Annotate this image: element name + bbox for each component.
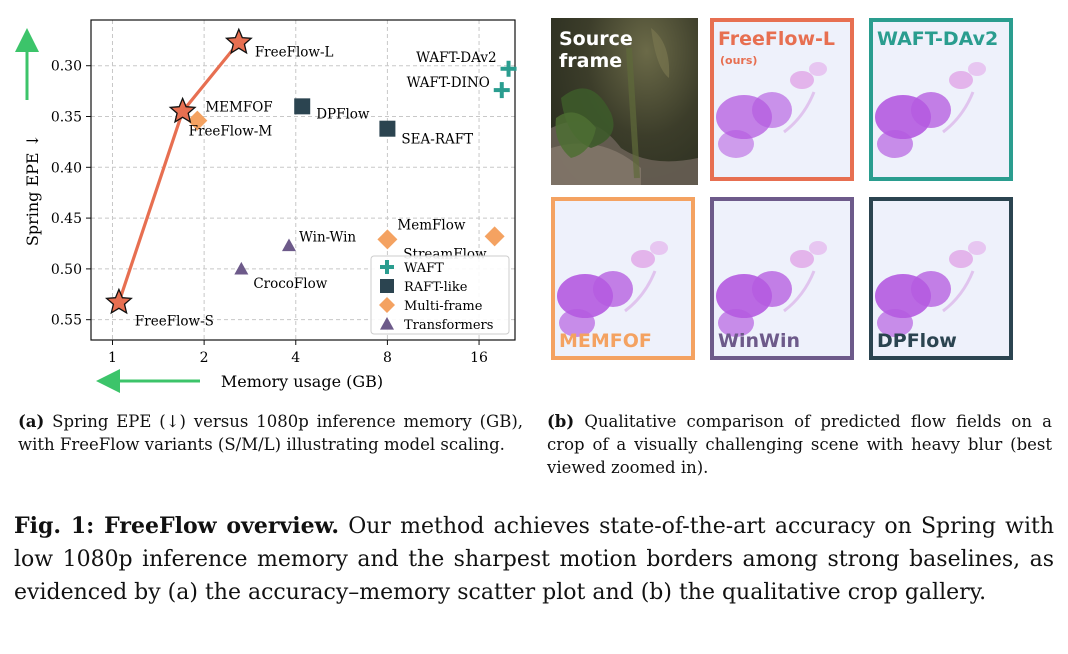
data-point-waft-dav2 — [500, 60, 517, 77]
flow-field-visual — [557, 241, 668, 337]
tile-label: WinWin — [718, 330, 800, 352]
y-tick-label: 0.30 — [51, 59, 82, 75]
data-point-crocoflow — [234, 261, 249, 275]
figure-caption: Fig. 1: FreeFlow overview. Our method ac… — [14, 510, 1054, 609]
point-label: SEA-RAFT — [401, 132, 473, 148]
tile-sublabel: (ours) — [720, 54, 758, 67]
legend-label: RAFT-like — [404, 280, 468, 295]
figure-caption-text: Our method achieves state-of-the-art acc… — [14, 514, 1054, 605]
legend-marker-multi-frame — [379, 297, 395, 313]
legend-label: WAFT — [404, 261, 444, 276]
y-tick-label: 0.45 — [51, 211, 82, 227]
flow-field-visual — [716, 241, 827, 337]
x-tick-label: 8 — [383, 350, 392, 366]
y-tick-label: 0.40 — [51, 160, 82, 176]
tile-winwin: WinWin — [710, 197, 854, 360]
tile-source-frame: Source frame — [551, 18, 698, 185]
point-label: CrocoFlow — [253, 276, 327, 292]
point-label: DPFlow — [316, 106, 370, 122]
y-tick-label: 0.50 — [51, 262, 82, 278]
freeflow-star-freeflow-l — [224, 27, 253, 55]
qualitative-gallery: Source frame FreeFlow-L (ours) WAFT-DAv2 — [548, 16, 1018, 361]
caption-a-text: Spring EPE (↓) versus 1080p inference me… — [18, 412, 523, 454]
accuracy-memory-scatter-plot: 1 2 4 8 16 0.30 0.35 0.40 0.45 0.50 0.55 WAFT-DAv2… — [15, 19, 517, 393]
x-tick-label: 16 — [470, 350, 488, 366]
data-point-sea-raft — [379, 120, 396, 137]
data-point-dpflow — [294, 98, 311, 115]
freeflow-point-label: FreeFlow-M — [189, 123, 273, 139]
point-label: WAFT-DINO — [407, 75, 490, 91]
tile-waft-dav2: WAFT-DAv2 — [869, 18, 1013, 181]
legend-label: Multi-frame — [404, 299, 483, 314]
freeflow-point-label: FreeFlow-L — [255, 44, 334, 60]
data-point-streamflow — [484, 226, 505, 247]
x-tick-label: 1 — [108, 350, 117, 366]
caption-a: (a) Spring EPE (↓) versus 1080p inferenc… — [18, 410, 523, 456]
data-point-memflow — [377, 229, 398, 250]
data-point-waft-dino — [493, 82, 510, 99]
tile-dpflow: DPFlow — [869, 197, 1013, 360]
legend-marker-raft-like — [380, 279, 394, 293]
tile-label: MEMFOF — [559, 330, 652, 352]
tile-memfof: MEMFOF — [551, 197, 695, 360]
figure-caption-tag: Fig. 1: FreeFlow overview. — [14, 513, 340, 539]
legend-marker-waft — [380, 260, 394, 274]
tile-freeflow-l: FreeFlow-L (ours) — [710, 18, 854, 181]
legend-marker-waft-v — [385, 260, 389, 274]
point-label: Win-Win — [299, 230, 356, 246]
tile-label: DPFlow — [877, 330, 957, 352]
freeflow-point-label: FreeFlow-S — [135, 313, 214, 329]
freeflow-star-freeflow-s — [104, 287, 133, 315]
flow-field-visual — [875, 241, 986, 337]
x-tick-label: 4 — [291, 350, 300, 366]
flow-field-visual — [875, 62, 986, 158]
point-label: MemFlow — [397, 217, 465, 233]
legend-box — [370, 255, 510, 335]
point-label: MEMFOF — [205, 100, 272, 116]
caption-b-text: Qualitative comparison of predicted flow… — [547, 412, 1052, 477]
legend-label: Transformers — [404, 318, 493, 333]
caption-b-tag: (b) — [547, 412, 575, 431]
data-point-win-win — [281, 238, 296, 252]
tile-label-source: Source frame — [559, 28, 633, 72]
source-frame-photo — [551, 28, 698, 185]
caption-a-tag: (a) — [18, 412, 45, 431]
data-point-waft-dino-v — [499, 82, 504, 99]
data-point-memfof — [187, 110, 208, 131]
y-tick-label: 0.55 — [51, 313, 82, 329]
tile-label: WAFT-DAv2 — [877, 28, 999, 50]
point-label: WAFT-DAv2 — [416, 50, 496, 66]
x-axis-label: Memory usage (GB) — [221, 372, 383, 391]
x-tick-label: 2 — [200, 350, 209, 366]
tile-label: FreeFlow-L — [718, 28, 835, 50]
legend-marker-transformers — [380, 317, 394, 330]
flow-field-visual — [716, 62, 827, 158]
y-tick-label: 0.35 — [51, 110, 82, 126]
freeflow-star-freeflow-m — [168, 96, 197, 124]
plot-area-frame — [90, 19, 516, 341]
y-axis-label: Spring EPE ↓ — [23, 134, 42, 246]
freeflow-series-line — [117, 41, 241, 303]
data-point-waft-dav2-v — [506, 60, 511, 77]
caption-b: (b) Qualitative comparison of predicted … — [547, 410, 1052, 479]
